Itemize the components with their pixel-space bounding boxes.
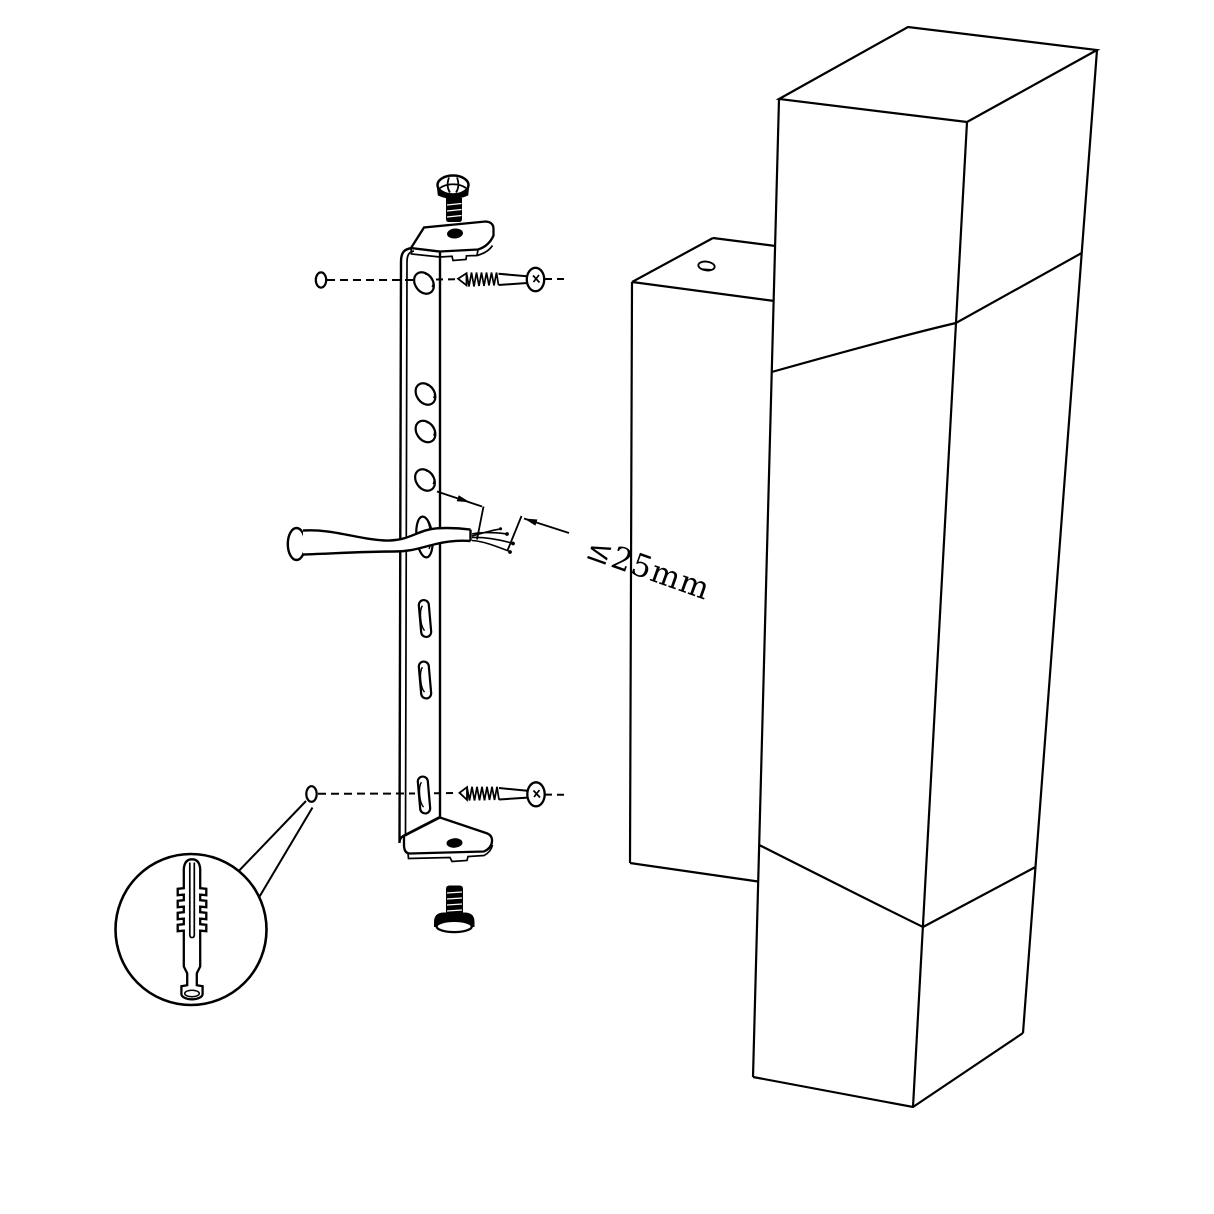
phillips-x-icon xyxy=(532,274,541,284)
lamp-column xyxy=(751,25,1101,1109)
dimension-tick-right xyxy=(506,515,523,551)
dimension-label: ≤25mm xyxy=(581,531,715,608)
dimension-tick-left xyxy=(476,506,485,540)
arrowhead-icon xyxy=(524,518,538,526)
mains-cable xyxy=(286,490,570,562)
stripped-wires xyxy=(471,527,515,554)
back-box-screw-hole xyxy=(697,260,716,272)
wall-plug-callout xyxy=(114,800,314,1007)
screw-hole-depth-line xyxy=(700,268,712,271)
lamp-back-box xyxy=(628,236,776,883)
mounting-bracket-assembly xyxy=(114,174,570,1007)
back-box-edges xyxy=(628,236,776,883)
wood-screw-bottom-thread xyxy=(466,786,500,801)
bracket-slot xyxy=(416,775,432,815)
wall-plug-body xyxy=(176,858,208,1001)
centerline-dashed-top-right xyxy=(435,278,564,281)
bottom-flange-face xyxy=(402,816,494,855)
machine-screw-bottom-head-rim xyxy=(435,919,473,934)
wall-hole-marker-bottom xyxy=(305,785,318,803)
wall-plug-mouth xyxy=(183,989,201,998)
top-fixing-axis xyxy=(314,266,564,293)
bracket-bottom-flange xyxy=(402,816,494,863)
bottom-fixing-axis xyxy=(305,781,567,808)
wood-screw-top-tip xyxy=(456,271,468,288)
lamp-column-vertical-edges xyxy=(751,49,1099,1108)
wood-screw-bottom-shank xyxy=(498,787,528,801)
cable-jacket-outline xyxy=(302,526,472,556)
wall-hole-marker-top xyxy=(314,271,328,289)
centerline-dashed-bottom-right xyxy=(433,792,567,796)
wall-plug xyxy=(176,858,208,1001)
lamp-column-bottom-edges xyxy=(752,1032,1024,1109)
bracket-top-flange xyxy=(409,220,495,262)
phillips-cross-icon xyxy=(439,177,467,193)
wood-screw-top xyxy=(456,266,546,293)
wall-plug-expansion-slit xyxy=(188,862,196,939)
machine-screw-top xyxy=(436,174,470,222)
top-flange-hole xyxy=(447,228,463,239)
machine-screw-top-threads xyxy=(446,202,462,218)
bottom-flange-thickness xyxy=(407,844,494,863)
wood-screw-top-shank xyxy=(498,272,528,286)
lamp-diffuser-seam-lower xyxy=(758,844,1037,929)
wood-screw-top-thread xyxy=(465,272,500,287)
dimension-arrow-right xyxy=(523,517,570,534)
lamp-diffuser-seam-upper xyxy=(771,252,1083,374)
machine-screw-bottom xyxy=(434,885,475,934)
dimension-arrow-left xyxy=(436,490,483,508)
phillips-x-icon xyxy=(532,789,541,799)
machine-screw-bottom-threads xyxy=(446,891,463,912)
bracket-slot xyxy=(417,598,433,639)
bottom-flange-hole xyxy=(446,838,463,848)
cable-end-cap xyxy=(286,526,307,562)
top-flange-thickness xyxy=(410,245,494,262)
arrowhead-icon xyxy=(456,495,470,503)
wood-screw-bottom xyxy=(458,781,546,808)
lamp-column-silhouette xyxy=(753,27,1097,1107)
wood-screw-bottom-tip xyxy=(458,785,468,802)
bracket-slot xyxy=(417,660,433,700)
callout-leader-lines xyxy=(232,800,314,906)
